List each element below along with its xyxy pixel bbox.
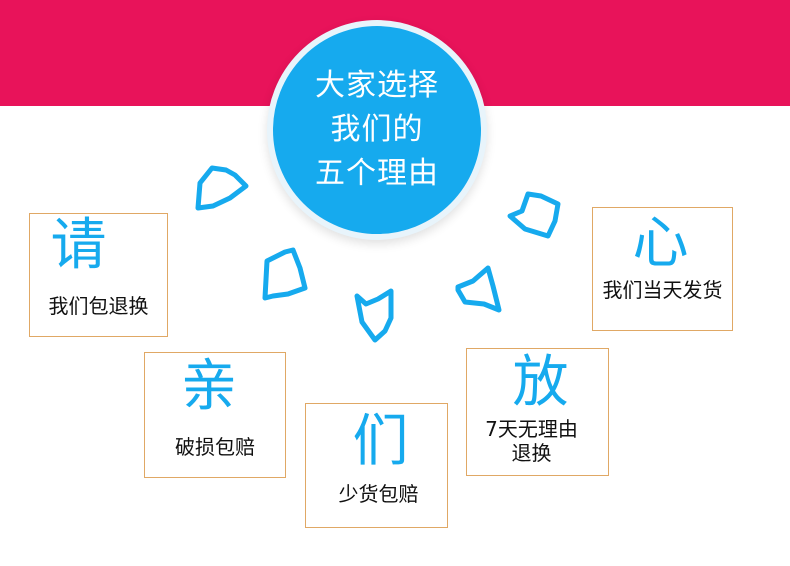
chevron-arrow-icon	[262, 247, 308, 301]
reason-card-desc: 少货包赔	[338, 482, 419, 506]
chevron-arrow-icon	[507, 191, 561, 239]
reason-card-desc: 我们包退换	[48, 294, 149, 318]
reason-card-qing: 请 我们包退换	[29, 213, 168, 337]
center-circle: 大家选择 我们的 五个理由	[267, 20, 487, 240]
reason-card-desc: 我们当天发货	[602, 278, 723, 302]
chevron-arrow-icon	[195, 165, 249, 211]
reason-card-men: 们 少货包赔	[305, 403, 448, 528]
reason-card-desc-line-1: 7天无理由	[485, 417, 578, 441]
reason-card-qin: 亲 破损包赔	[144, 352, 286, 478]
reason-card-char: 放	[512, 350, 569, 415]
reason-card-xin: 心 我们当天发货	[592, 207, 733, 331]
chevron-arrow-icon	[455, 265, 502, 313]
reason-card-char: 亲	[181, 354, 237, 419]
center-title-line-3: 五个理由	[315, 156, 439, 191]
reason-card-desc: 破损包赔	[175, 435, 255, 459]
center-title-line-1: 大家选择	[315, 68, 439, 103]
chevron-arrow-icon	[354, 288, 394, 343]
reason-card-char: 们	[352, 409, 409, 474]
reason-card-char: 心	[632, 211, 689, 276]
reason-card-char: 请	[50, 213, 107, 278]
reason-card-fang: 放 7天无理由 退换	[466, 348, 609, 476]
reason-card-desc-line-2: 退换	[511, 441, 552, 465]
center-title-line-2: 我们的	[330, 112, 424, 147]
